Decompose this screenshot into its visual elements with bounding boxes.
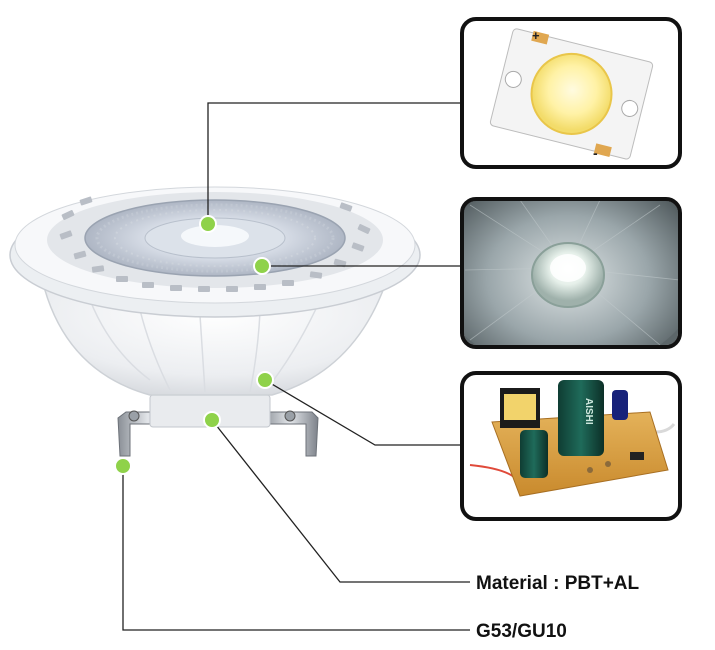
- electrolytic-capacitor: [558, 380, 604, 456]
- callout-dot-driver: [256, 371, 274, 389]
- cob-minus-sign: -: [593, 145, 598, 161]
- leader-cob: [207, 102, 465, 224]
- cob-chip-panel: + -: [460, 17, 682, 169]
- callout-dot-cob: [199, 215, 217, 233]
- base-type-label: G53/GU10: [476, 621, 567, 642]
- bipin-base: [117, 394, 319, 457]
- led-lamp: [9, 186, 421, 457]
- material-label: Material : PBT+AL: [476, 573, 640, 594]
- cooling-fins: [59, 196, 371, 292]
- leader-base: [122, 466, 470, 631]
- leader-driver: [264, 379, 465, 446]
- callout-dot-reflector: [253, 257, 271, 275]
- leader-lines: [122, 102, 470, 631]
- callout-dot-base: [114, 457, 132, 475]
- cob-plus-sign: +: [532, 28, 540, 43]
- capacitor-marking: AISHI: [583, 398, 594, 425]
- driver-panel: AISHI: [460, 371, 682, 521]
- reflector-panel: [460, 197, 682, 349]
- cob-phosphor: [530, 52, 613, 135]
- leader-material: [211, 419, 470, 583]
- callout-dot-material: [203, 411, 221, 429]
- callout-dots: [114, 215, 274, 475]
